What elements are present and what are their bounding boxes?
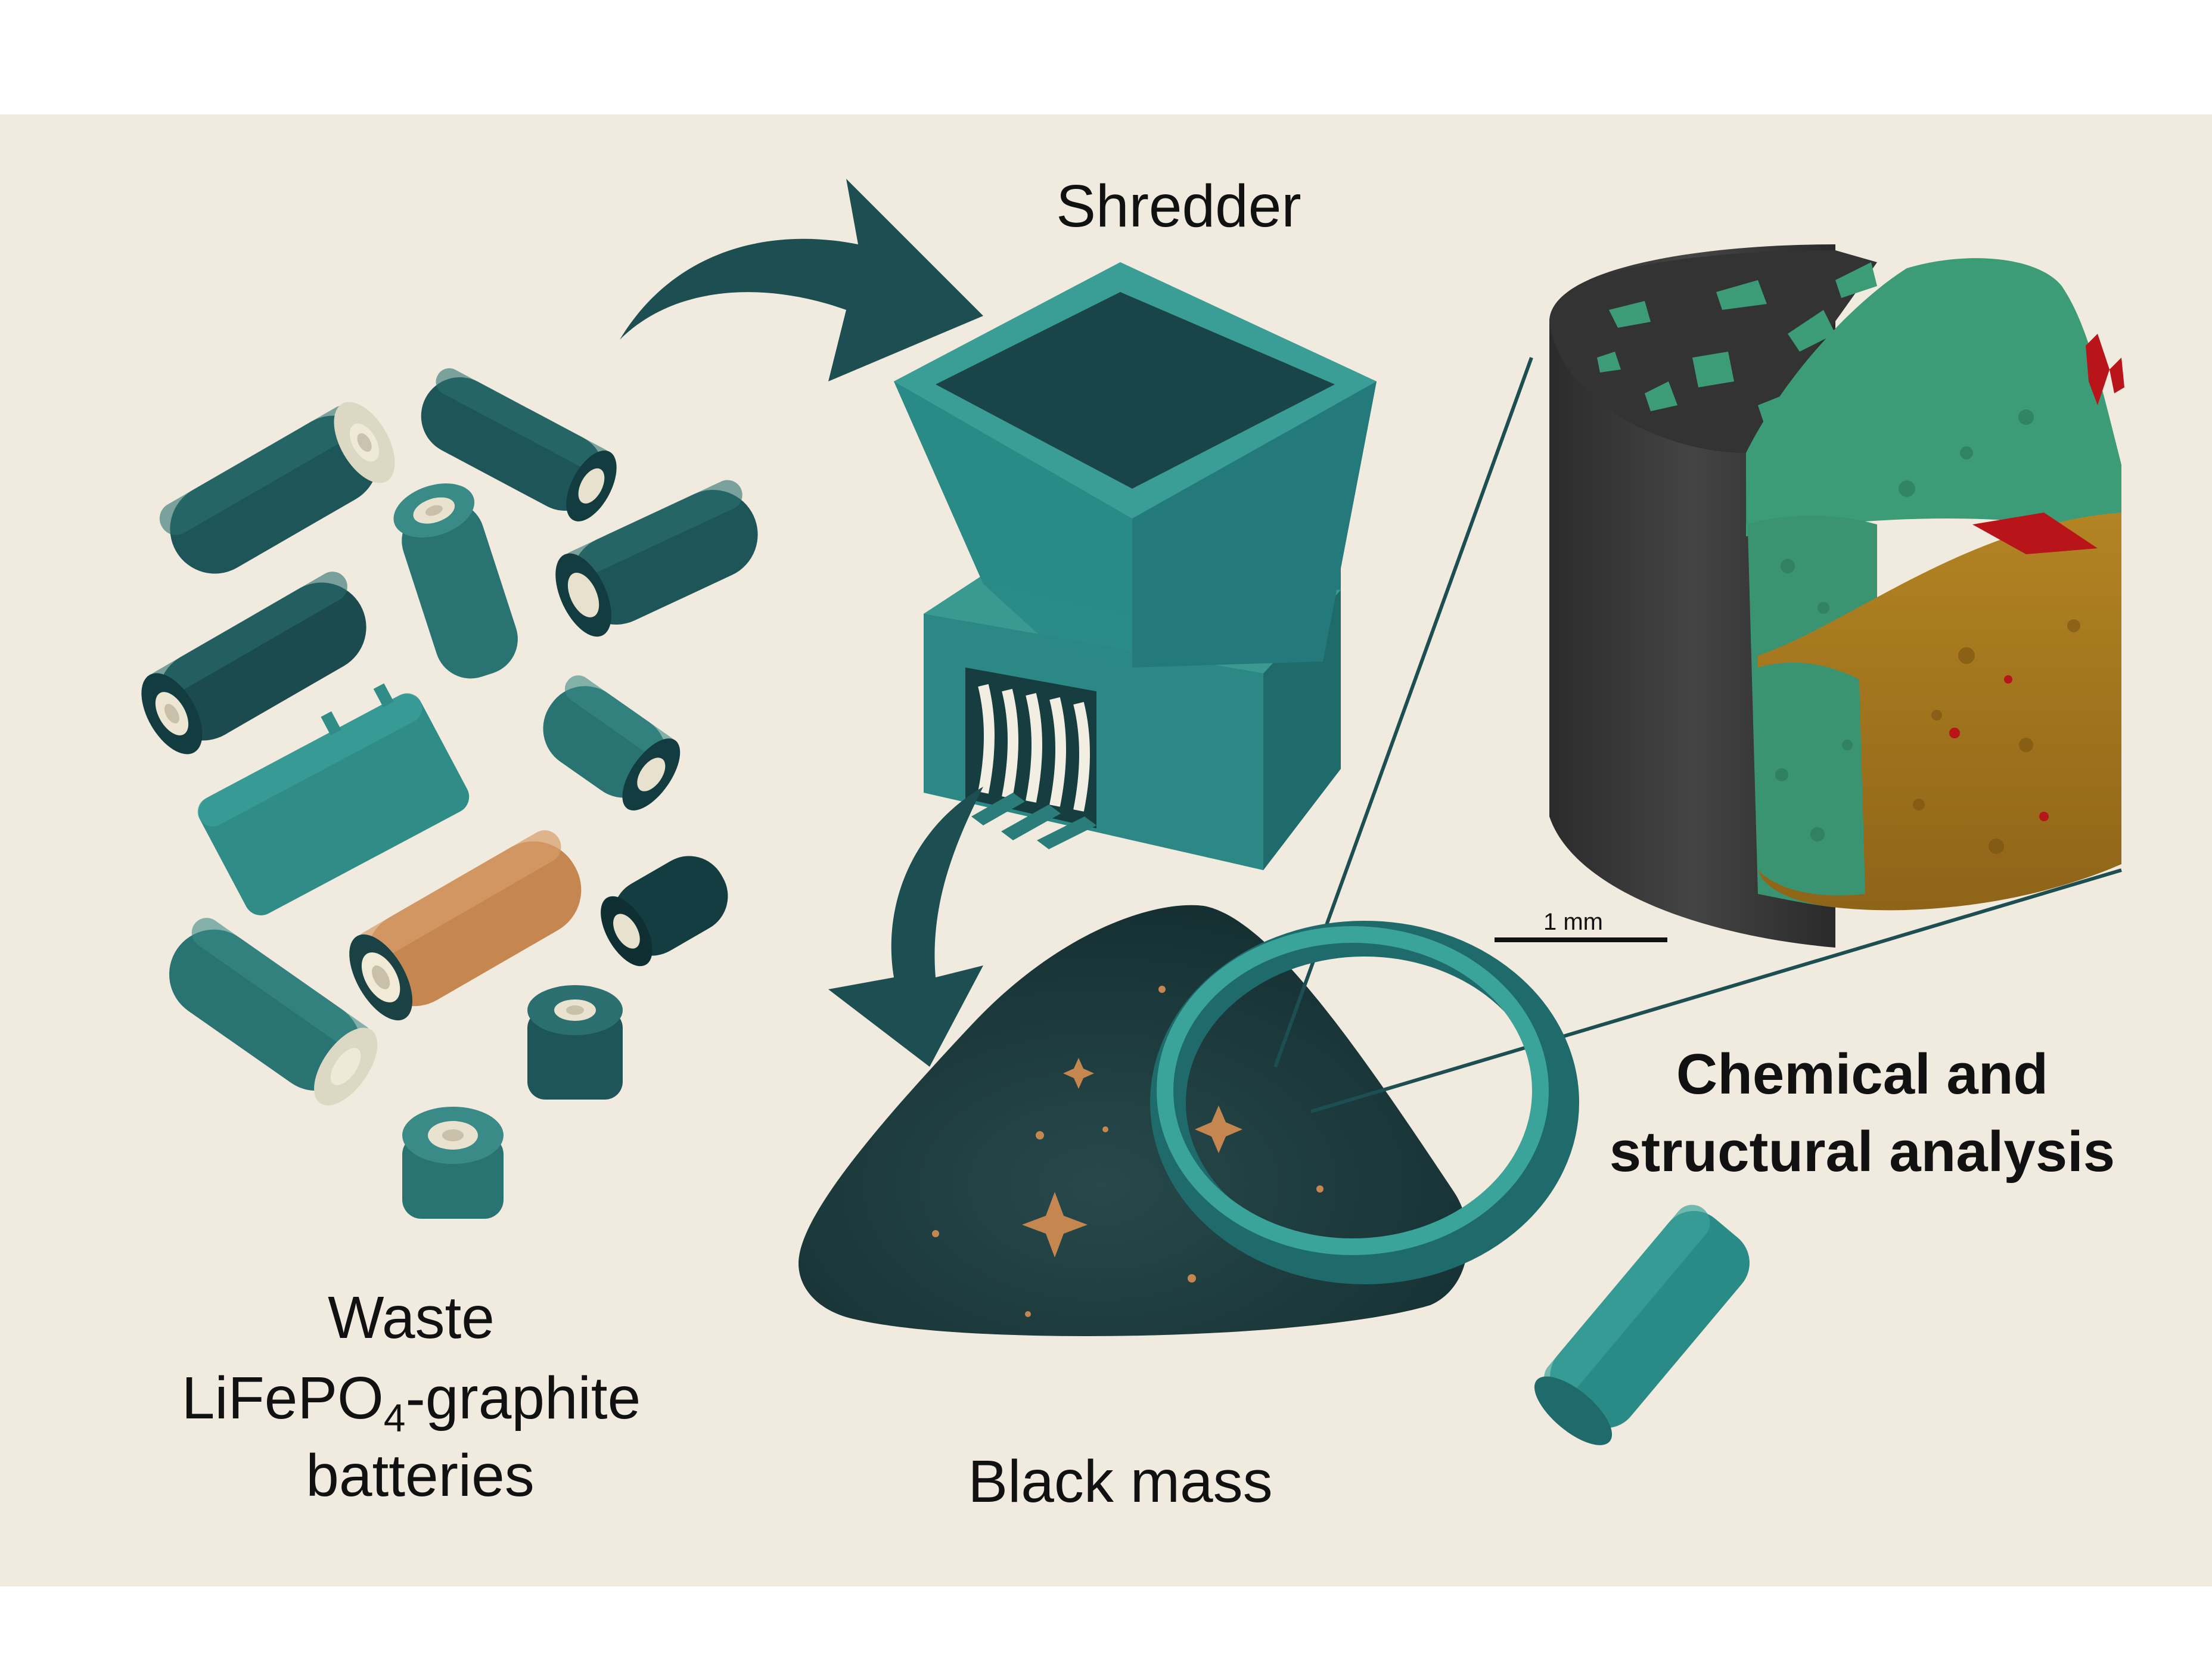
sparkle-icon xyxy=(932,986,1324,1317)
formula-subscript: 4 xyxy=(384,1396,406,1440)
battery-icon xyxy=(543,675,681,811)
waste-label-line3: batteries xyxy=(306,1442,535,1509)
battery-icon xyxy=(421,368,617,521)
waste-label-line2: LiFePO4-graphite xyxy=(182,1365,641,1440)
sample-cylinder-icon xyxy=(1549,244,2124,948)
shredder-label: Shredder xyxy=(1056,173,1301,240)
formula-suffix: -graphite xyxy=(406,1365,641,1432)
powder-pile-icon xyxy=(799,905,1468,1337)
shredded-strips xyxy=(971,793,1096,849)
zoom-line xyxy=(1310,868,2122,1113)
battery-icon xyxy=(197,683,470,915)
waste-label-line1: Waste xyxy=(328,1284,495,1351)
battery-icon xyxy=(169,918,378,1106)
arrow-icon xyxy=(620,179,983,381)
battery-icon xyxy=(555,480,758,637)
battery-icon xyxy=(527,985,623,1100)
battery-icon xyxy=(141,572,366,754)
shredder-icon xyxy=(894,262,1377,870)
analysis-label-line1: Chemical and xyxy=(1676,1042,2048,1106)
arrow-icon xyxy=(828,787,983,1067)
battery-icon xyxy=(393,483,518,679)
scale-bar: 1 mm xyxy=(1495,909,1667,942)
battery-icon xyxy=(349,830,582,1021)
shredder-blades xyxy=(978,684,1090,812)
magnifier-icon xyxy=(1150,921,1750,1445)
battery-icon xyxy=(402,1107,504,1219)
battery-icon xyxy=(601,856,728,967)
black-mass-label: Black mass xyxy=(968,1448,1272,1515)
battery-group xyxy=(141,368,758,1219)
formula-main: LiFePO xyxy=(182,1365,384,1432)
analysis-label-line2: structural analysis xyxy=(1610,1120,2115,1184)
battery-icon xyxy=(159,402,395,574)
scale-bar-label: 1 mm xyxy=(1543,909,1603,935)
